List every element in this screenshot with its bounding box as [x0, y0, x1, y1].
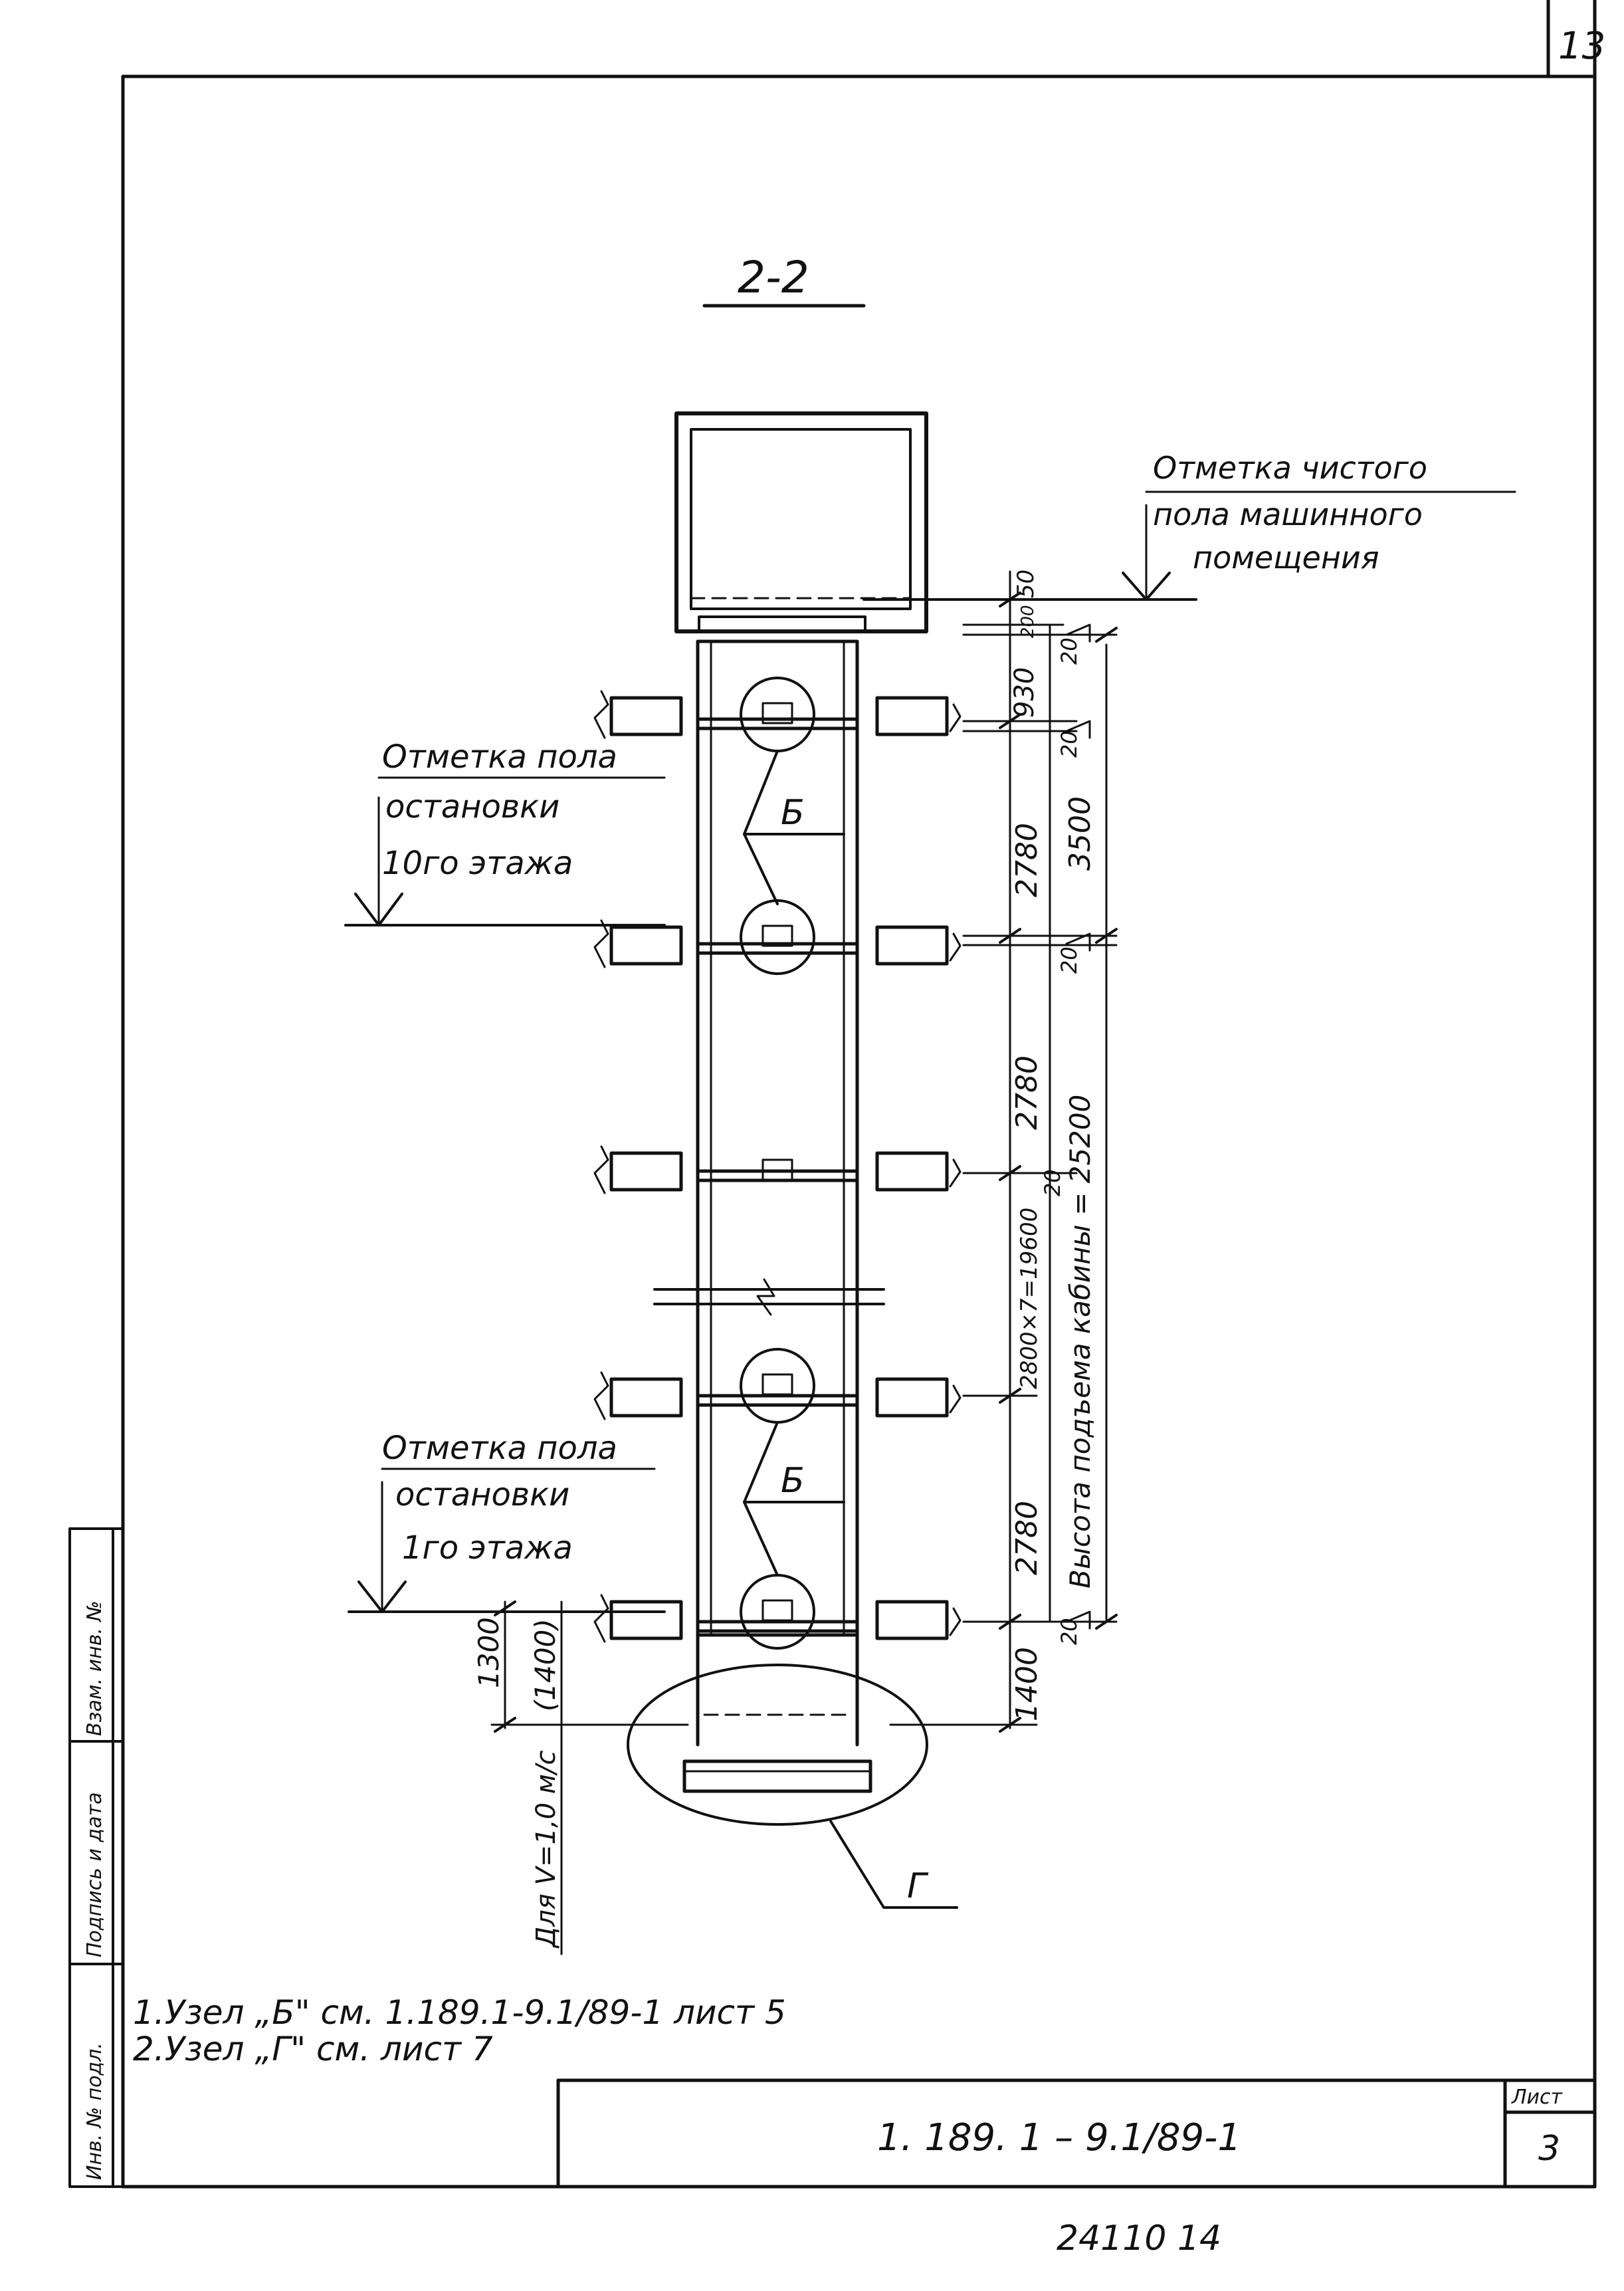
sheet-label: Лист [1511, 2086, 1564, 2109]
document-code: 1. 189. 1 – 9.1/89-1 [877, 2116, 1241, 2159]
machine-room-label-3: помещения [1193, 540, 1379, 576]
dim-20-c: 20 [1040, 1169, 1065, 1196]
sheet-number: 3 [1538, 2129, 1560, 2169]
note-1: 1.Узел „Б" см. 1.189.1-9.1/89-1 лист 5 [133, 1993, 786, 2032]
stamp-replacement-inv: Взам. инв. № [83, 1600, 106, 1736]
pit-dimension [490, 1600, 689, 1955]
dimension-ticks [999, 592, 1118, 1733]
dim-20-top: 20 [1057, 637, 1082, 665]
dim-1400-paren: (1400) [529, 1618, 561, 1711]
dim-2780-c: 2780 [1010, 1501, 1044, 1575]
floor1-label-2: остановки [395, 1476, 569, 1513]
node-g-label: Г [907, 1866, 929, 1906]
dim-200: 200 [1018, 605, 1038, 638]
dim-2780-a: 2780 [1010, 823, 1044, 897]
shaft-break [653, 1278, 885, 1316]
node-b-leaders [743, 750, 845, 1577]
wall-break-marks [593, 690, 962, 1643]
dim-1300: 1300 [472, 1617, 505, 1688]
corner-sheet-number: 13 [1558, 25, 1605, 68]
dim-1400: 1400 [1010, 1647, 1044, 1721]
shaft [696, 639, 859, 1637]
dim-20-d: 20 [1057, 1618, 1082, 1645]
dim-2780-b: 2780 [1010, 1055, 1044, 1130]
stamp-inv-number: Инв. № подл. [83, 2042, 106, 2180]
speed-note: Для V=1,0 м/с [531, 1751, 561, 1949]
dim-19600: 2800×7=19600 [1016, 1208, 1043, 1389]
dim-travel-height: Высота подъема кабины = 25200 [1064, 1095, 1096, 1588]
floor10-label-2: остановки [385, 788, 559, 825]
dim-20-a: 20 [1057, 730, 1082, 758]
machine-room-label-2: пола машинного [1153, 496, 1423, 532]
node-b-label-upper: Б [781, 793, 805, 833]
section-title: 2-2 [738, 252, 809, 303]
stamp-signature-date: Подпись и дата [83, 1793, 106, 1958]
floor10-label-3: 10го этажа [382, 845, 573, 882]
landing-doors [609, 696, 949, 1640]
archive-number: 24110 14 [1057, 2219, 1221, 2258]
dim-20-b: 20 [1057, 946, 1082, 974]
note-2: 2.Узел „Г" см. лист 7 [133, 2030, 493, 2068]
pit [627, 1629, 928, 1826]
title-block [556, 2078, 1597, 2189]
node-g-leader [829, 1820, 958, 1909]
machine-room-label-1: Отметка чистого [1153, 450, 1427, 486]
floor10-label-1: Отметка пола [382, 738, 617, 776]
floor1-label-3: 1го этажа [402, 1529, 573, 1567]
dim-930: 930 [1009, 667, 1040, 718]
dim-3500: 3500 [1063, 796, 1097, 871]
dim-50: 50 [1013, 570, 1039, 598]
dimension-lines [889, 570, 1118, 1729]
side-stamp [68, 1527, 124, 2188]
floor1-label-1: Отметка пола [382, 1430, 617, 1467]
node-b-label-lower: Б [781, 1461, 805, 1501]
